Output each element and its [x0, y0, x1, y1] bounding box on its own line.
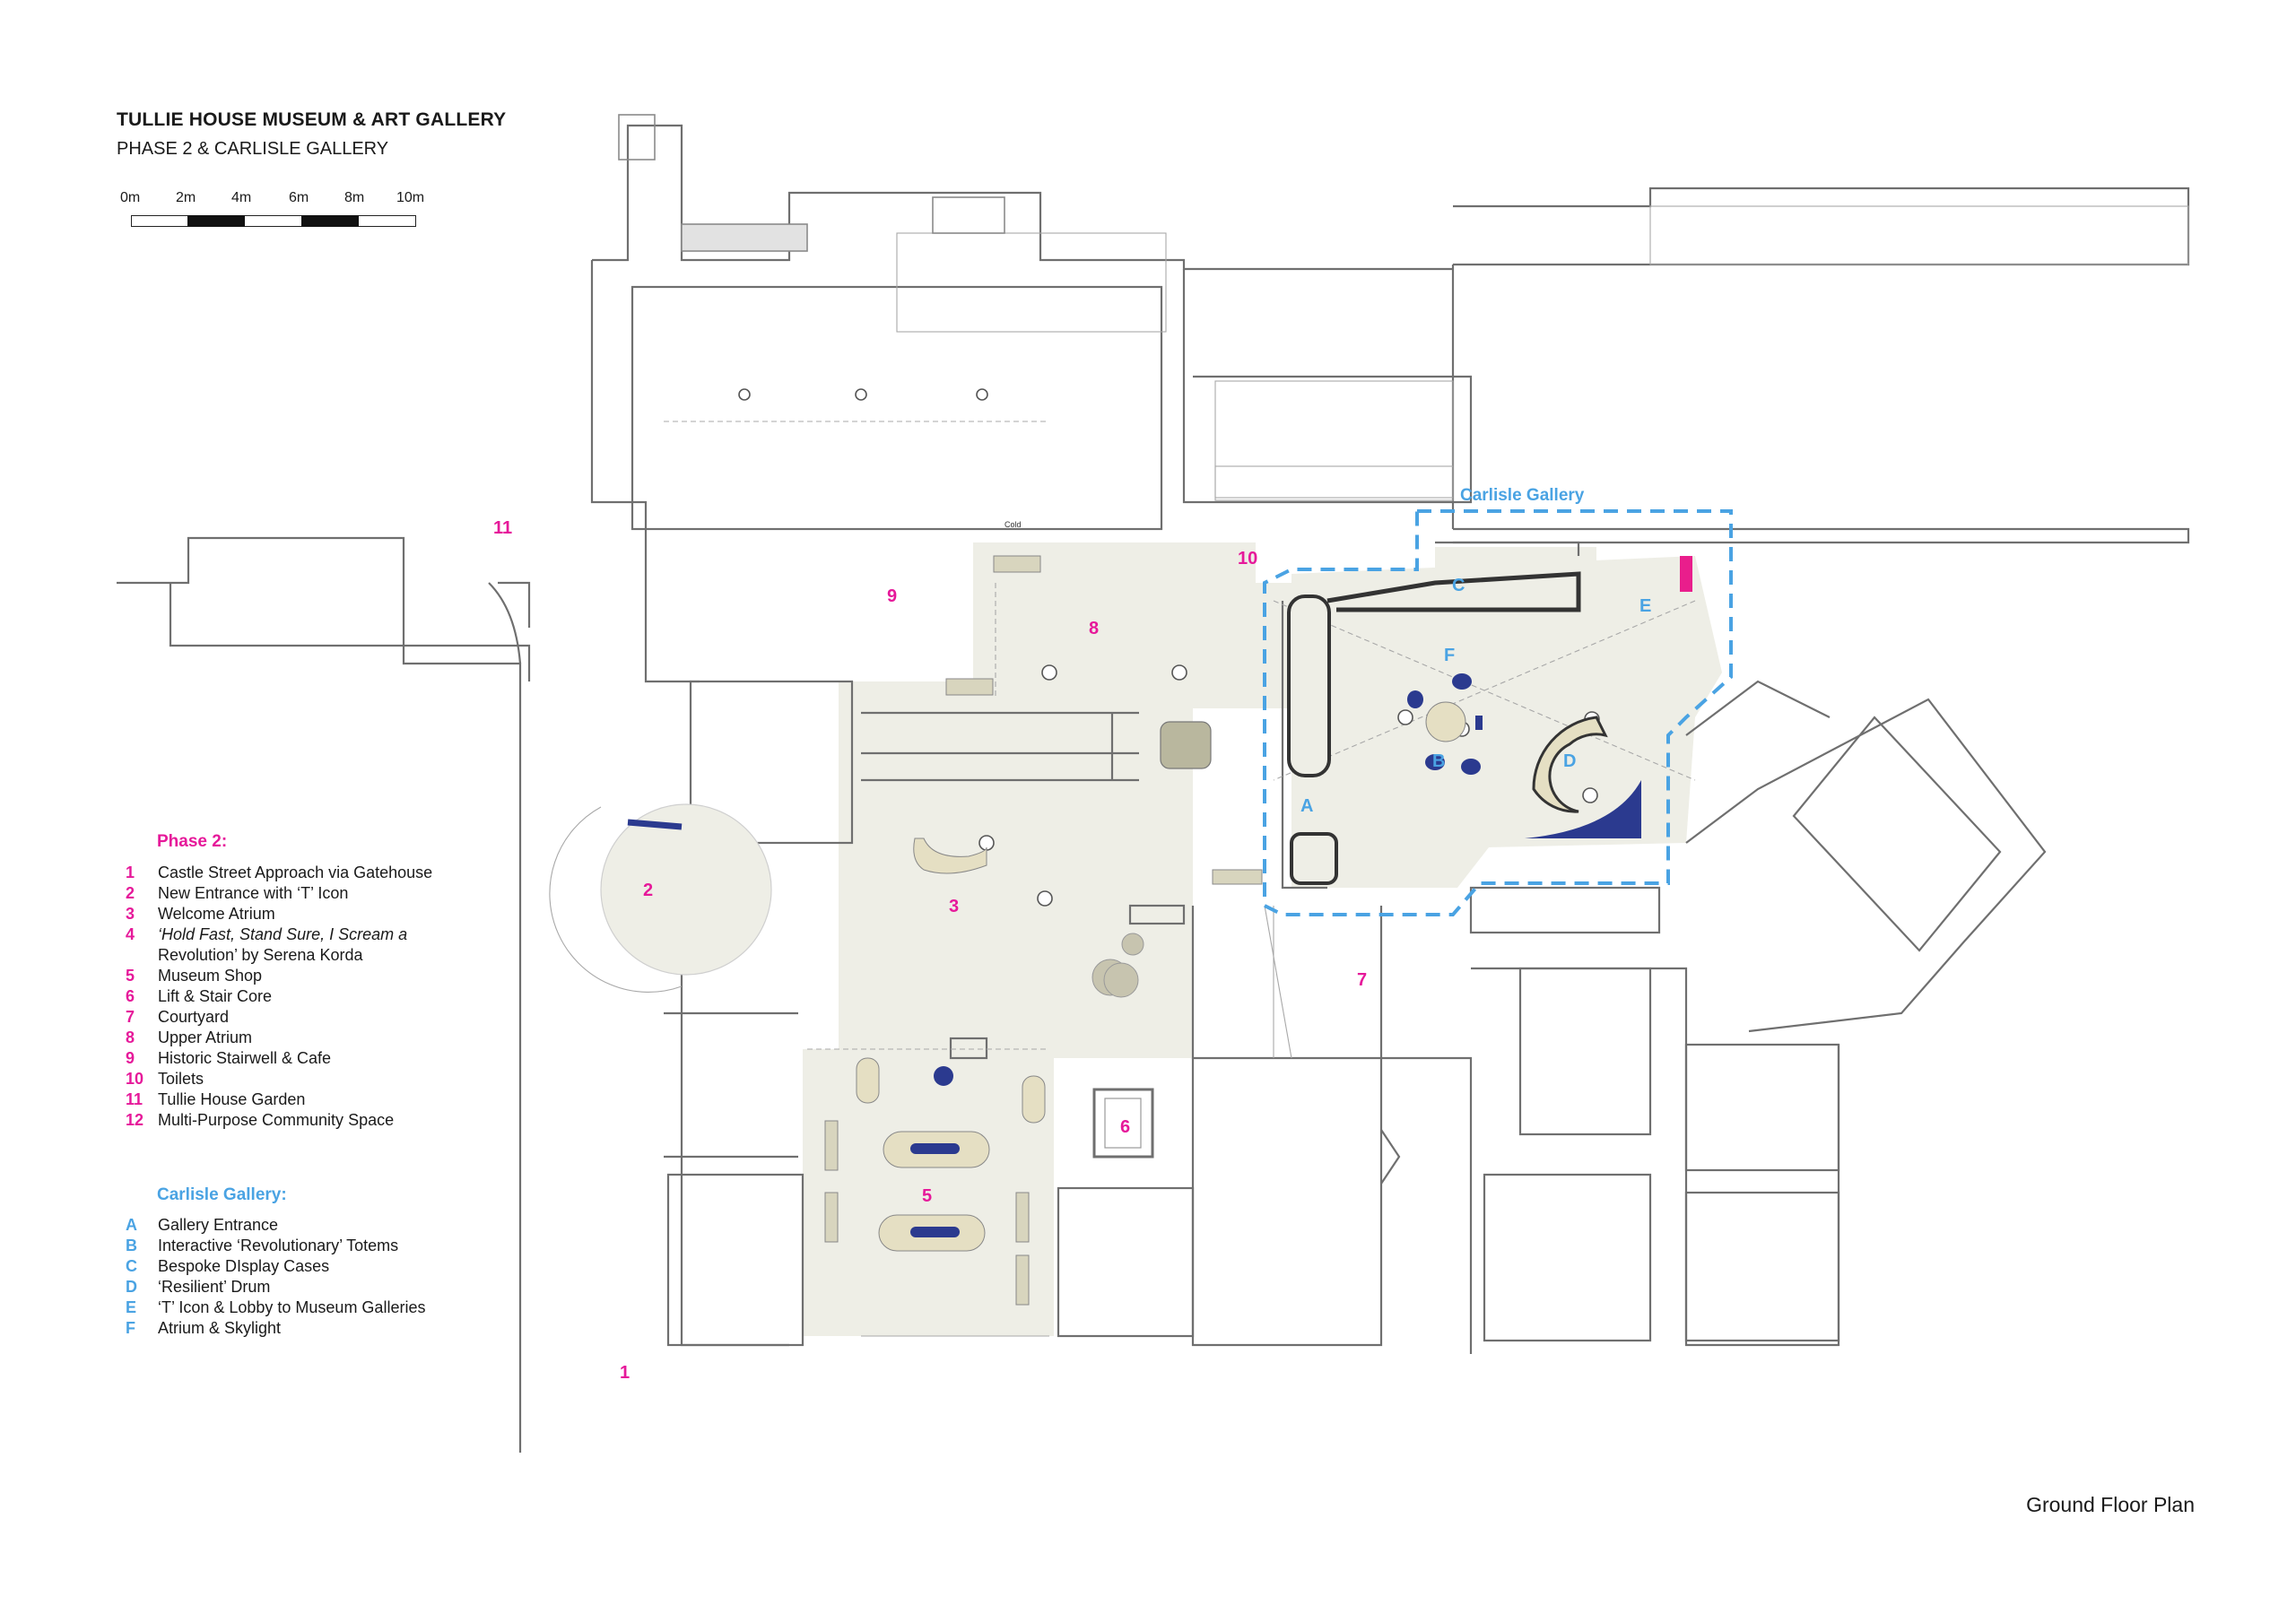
- plan-label-2: 2: [643, 881, 654, 900]
- plan-label-3: 3: [949, 897, 960, 916]
- scale-label: 6m: [289, 190, 309, 205]
- carlisle-gallery-boundary: [1263, 509, 1733, 916]
- plan-label-1: 1: [620, 1363, 631, 1383]
- plan-label-9: 9: [887, 586, 898, 606]
- scale-label: 8m: [344, 190, 365, 205]
- plan-label-8: 8: [1089, 619, 1100, 638]
- plan-label-10: 10: [1238, 549, 1258, 568]
- scale-label: 2m: [176, 190, 196, 205]
- walls: [117, 124, 2190, 1453]
- plan-label-a: A: [1300, 796, 1314, 816]
- furniture: [824, 555, 1692, 1306]
- drawing-caption: Ground Floor Plan: [2026, 1493, 2195, 1516]
- scale-label: 4m: [231, 190, 252, 205]
- phase2-heading: Phase 2:: [157, 832, 228, 851]
- columns: [738, 388, 1600, 907]
- plan-label-b: B: [1432, 751, 1446, 771]
- scale-label: 10m: [396, 190, 425, 205]
- plan-label-f: F: [1444, 646, 1456, 665]
- plan-subtitle: PHASE 2 & CARLISLE GALLERY: [117, 139, 389, 159]
- plan-label-6: 6: [1120, 1117, 1131, 1137]
- carlisle-heading: Carlisle Gallery:: [157, 1185, 287, 1204]
- plan-label-5: 5: [922, 1186, 933, 1206]
- carlisle-gallery-label: Carlisle Gallery: [1460, 486, 1585, 505]
- t-icon-wall: [627, 819, 683, 830]
- plan-label-d: D: [1563, 751, 1577, 771]
- entrance-canopy: [600, 803, 772, 976]
- detail-lines: [549, 205, 2189, 1337]
- plan-label-e: E: [1639, 596, 1652, 616]
- plan-label-11: 11: [493, 518, 513, 538]
- plan-label-c: C: [1452, 576, 1465, 595]
- plan-label-7: 7: [1357, 970, 1368, 990]
- plan-title: TULLIE HOUSE MUSEUM & ART GALLERY: [117, 109, 507, 130]
- scale-label: 0m: [120, 190, 141, 205]
- cold-store-label: Cold: [1004, 520, 1022, 529]
